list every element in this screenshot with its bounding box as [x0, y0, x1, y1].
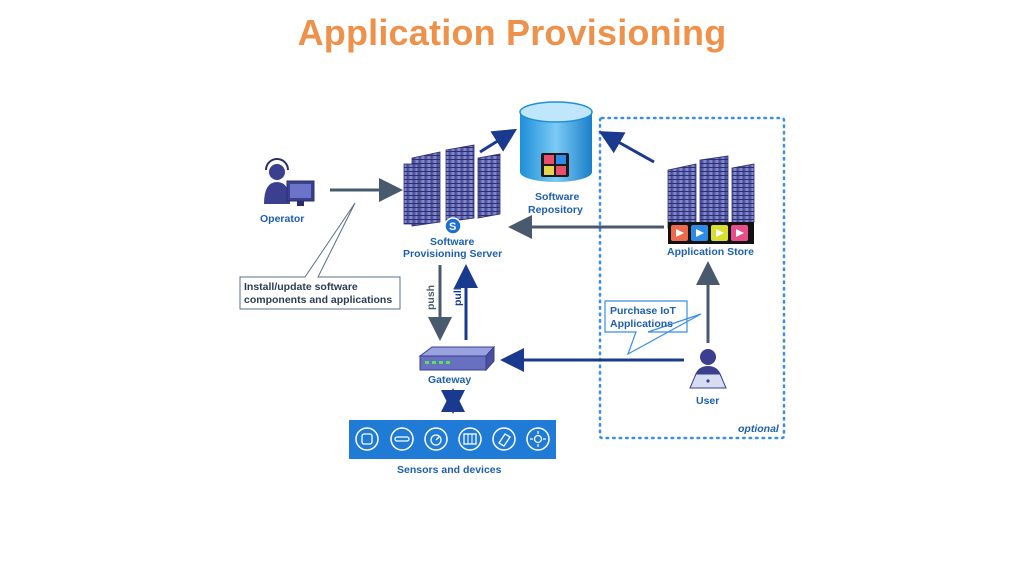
server-label-line1: Software: [430, 236, 475, 248]
install-callout-line2: components and applications: [244, 294, 392, 306]
app-store-label: Application Store: [667, 246, 754, 258]
app-store-server-icon: [667, 155, 755, 244]
optional-label: optional: [738, 423, 780, 435]
operator-label: Operator: [260, 213, 304, 225]
optional-region: [598, 116, 786, 440]
install-callout-line1: Install/update software: [244, 281, 358, 293]
server-label-line2: Provisioning Server: [403, 248, 502, 260]
gateway-label: Gateway: [428, 374, 471, 386]
server-to-repo-arrow: [479, 128, 518, 154]
operator-headset-icon: [264, 158, 315, 206]
sensors-label: Sensors and devices: [397, 464, 502, 476]
repo-label-line1: Software: [535, 191, 580, 203]
svg-text:S: S: [449, 221, 456, 233]
sensor-panel-icon: [458, 427, 482, 451]
user-label: User: [696, 395, 719, 407]
pull-label: pull: [452, 287, 464, 306]
purchase-callout: Purchase IoT Applications: [604, 300, 702, 356]
database-cylinder-icon: [519, 101, 593, 182]
install-callout: Install/update software components and a…: [239, 202, 401, 310]
purchase-callout-line1: Purchase IoT: [610, 305, 677, 317]
page-title: Application Provisioning: [297, 12, 727, 53]
sensor-device-icon: [355, 427, 379, 451]
purchase-callout-line2: Applications: [610, 318, 673, 330]
store-to-repo-arrow: [598, 131, 655, 164]
sensor-light-icon: [526, 427, 550, 451]
repo-label-line2: Repository: [528, 204, 583, 216]
user-laptop-icon: [689, 349, 727, 389]
sensors-band: [349, 420, 556, 459]
sensor-meter-icon: [424, 427, 448, 451]
gateway-router-icon: [418, 345, 496, 372]
sensor-icons-row: [355, 427, 550, 451]
sensor-tag-icon: [492, 427, 516, 451]
push-label: push: [425, 285, 437, 310]
sensor-probe-icon: [390, 427, 414, 451]
server-rack-icon: S: [403, 144, 501, 235]
